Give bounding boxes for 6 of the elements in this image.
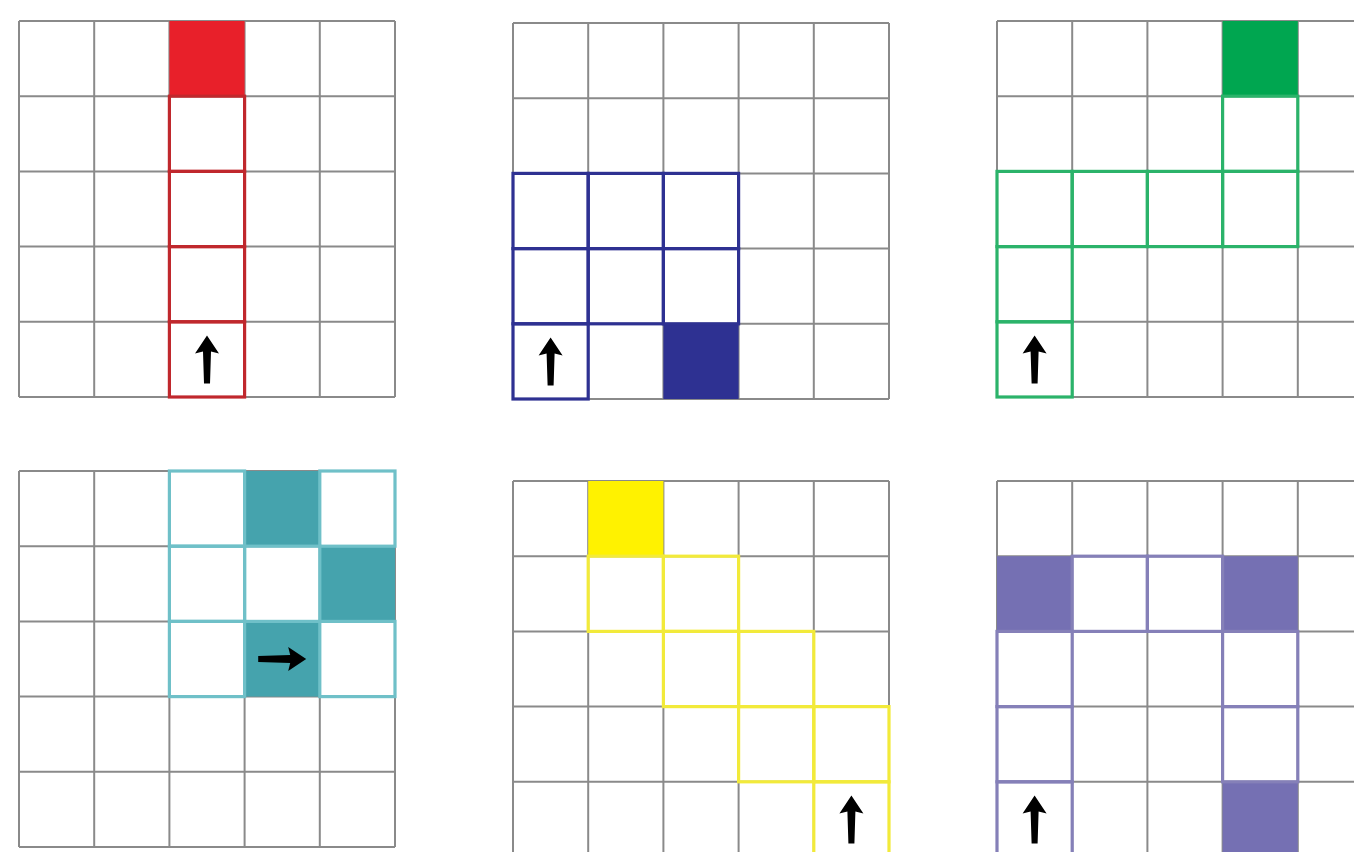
grid-drawing [18,20,396,398]
grid-drawing [512,480,890,852]
grid-drawing [996,480,1354,852]
grid-drawing [512,22,890,400]
grid-drawing [18,470,396,848]
grid-drawing [996,20,1354,398]
